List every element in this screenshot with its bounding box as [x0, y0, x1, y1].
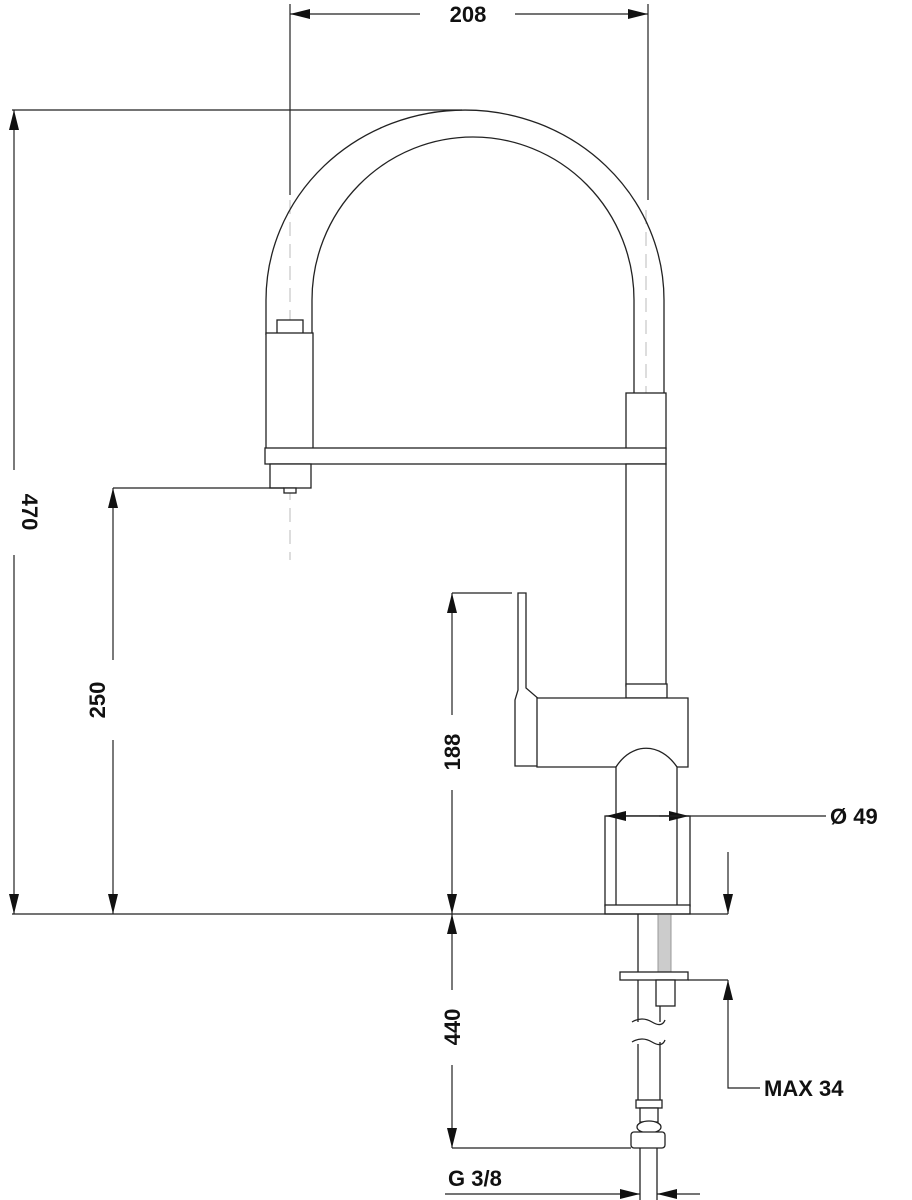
threaded-rod: [657, 913, 672, 973]
dimension-label-thread: G 3/8: [448, 1166, 502, 1191]
base-plate: [604, 904, 691, 915]
escutcheon: [604, 815, 691, 907]
spray-head-collar: [276, 319, 304, 335]
hose-ferrule: [635, 1099, 663, 1109]
dimension-label-diameter: Ø 49: [830, 804, 878, 829]
dimension-width: 208: [290, 2, 648, 27]
dimension-hose-length: 440: [440, 914, 465, 1148]
magnet-dock: [625, 392, 667, 450]
centerlines: [289, 200, 647, 560]
reference-lines: [12, 4, 728, 1149]
dimension-total-height: 470: [9, 110, 42, 914]
faucet-outline: [264, 109, 691, 1200]
dimension-label-470: 470: [17, 494, 42, 531]
dimension-label-250: 250: [85, 682, 110, 719]
hose-inner: [311, 136, 635, 395]
lever: [514, 592, 541, 767]
column-collar: [625, 683, 668, 699]
spout-bar: [264, 447, 667, 465]
fixing-nut: [655, 979, 676, 1007]
dimension-spout-height: 250: [85, 488, 118, 914]
dimension-max-thickness: MAX 34: [723, 852, 844, 1101]
dimension-label-440: 440: [440, 1009, 465, 1046]
spray-outlet: [269, 463, 312, 489]
washer: [619, 971, 689, 981]
dimension-label-208: 208: [450, 2, 487, 27]
hose-nut: [630, 1131, 666, 1149]
dimension-diameter: Ø 49: [606, 804, 878, 829]
spray-head: [265, 332, 314, 450]
hose-outer: [265, 109, 665, 395]
column: [625, 463, 667, 687]
spray-nozzle: [283, 487, 297, 494]
dimension-thread: G 3/8: [445, 1166, 700, 1199]
dimension-label-188: 188: [440, 734, 465, 771]
dimension-lever-height: 188: [440, 593, 465, 914]
neck: [615, 747, 678, 817]
dimension-label-max34: MAX 34: [764, 1076, 844, 1101]
